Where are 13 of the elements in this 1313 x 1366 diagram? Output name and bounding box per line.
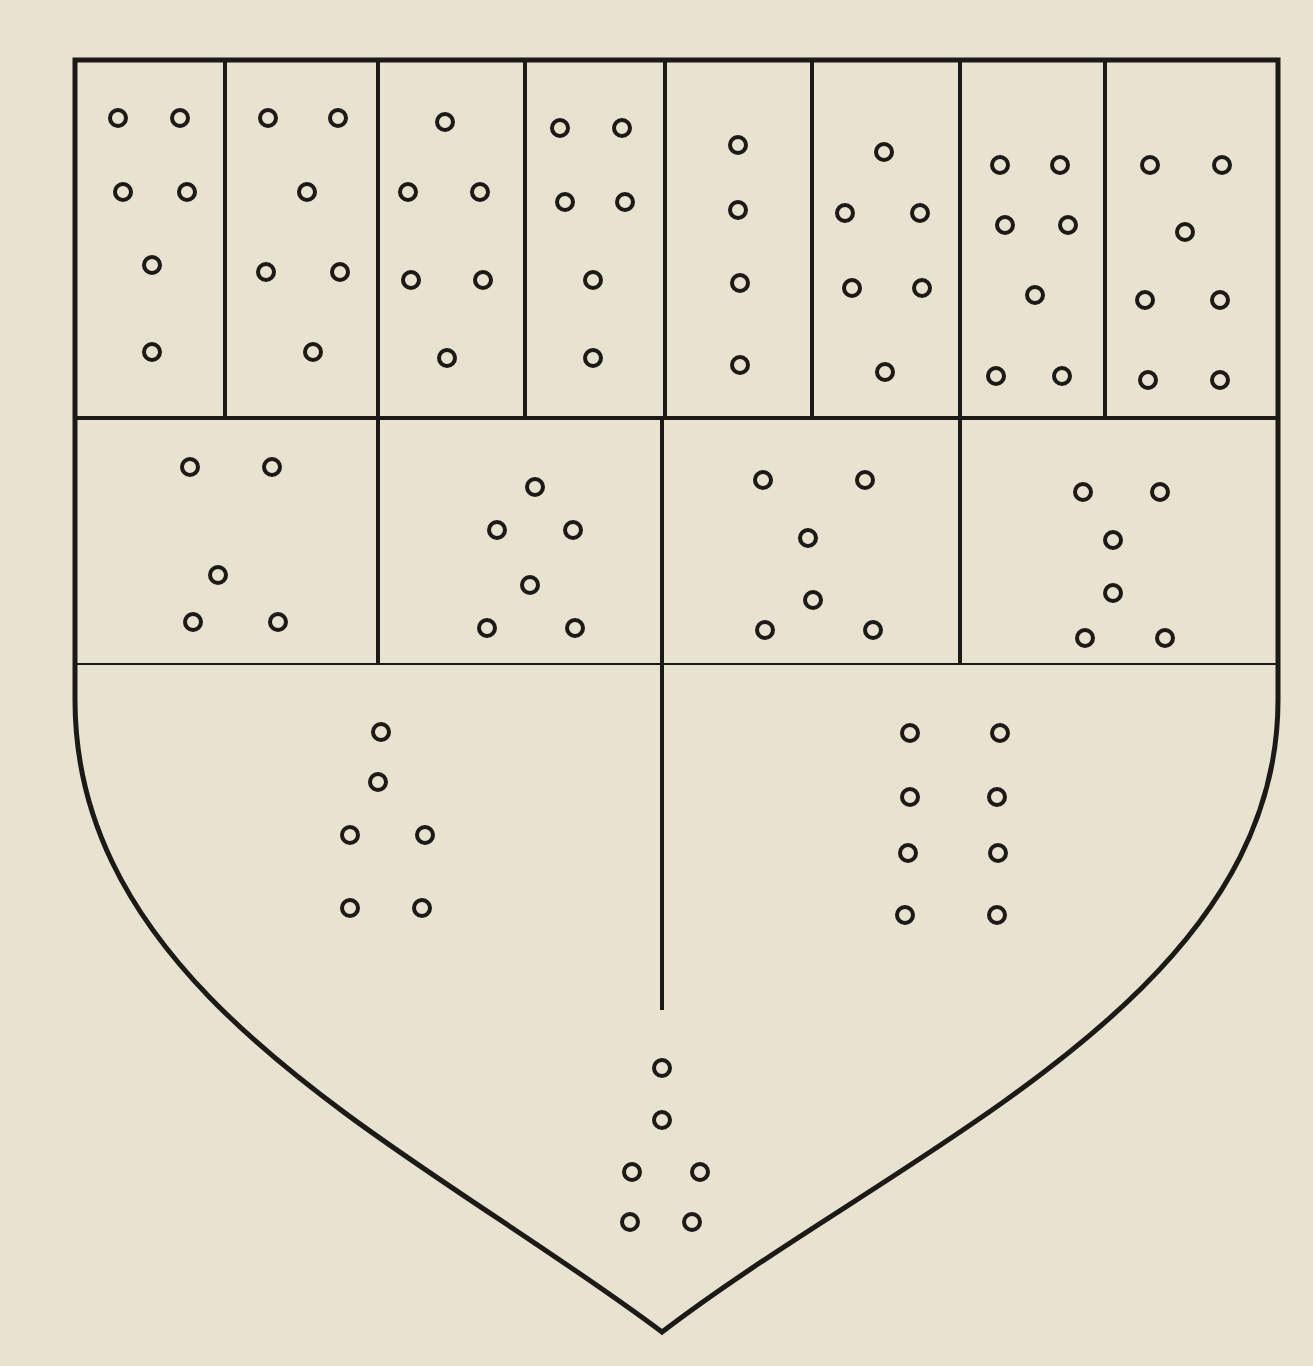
figure-cell bbox=[960, 60, 1105, 418]
figure-cell bbox=[225, 60, 378, 418]
figure-cell bbox=[75, 418, 378, 665]
figure-cell bbox=[960, 418, 1278, 665]
figure-cell bbox=[665, 60, 812, 418]
figure-cell bbox=[75, 60, 225, 418]
figure-cell bbox=[812, 60, 960, 418]
shield-outline bbox=[72, 57, 1283, 1337]
figure-cell bbox=[525, 60, 665, 418]
figure-cell bbox=[662, 418, 960, 665]
figure-cell bbox=[1105, 60, 1278, 418]
figure-cell bbox=[378, 60, 525, 418]
figure-cell bbox=[378, 418, 662, 665]
